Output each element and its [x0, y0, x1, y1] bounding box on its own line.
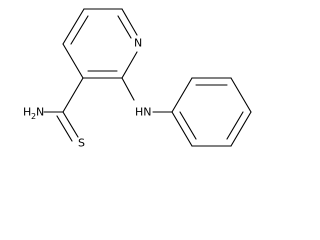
bond-n1-c2	[121, 51, 138, 79]
phenyl-bond-4	[230, 111, 252, 147]
bond-c6-n1	[121, 8, 138, 36]
bond-c3-c4	[62, 43, 84, 79]
amine-nh2-label: H 2 N	[23, 106, 44, 122]
anilino-nh-label: HN	[135, 106, 152, 119]
phenyl-ring	[171, 77, 252, 147]
pyridine-ring	[62, 8, 138, 79]
amine-h-label: H	[23, 106, 31, 119]
amine-n-label: N	[36, 106, 44, 119]
amine-subscript-label: 2	[31, 112, 36, 121]
ring-nitrogen-label: N	[134, 37, 142, 50]
chemical-structure: N S H 2 N HN	[23, 8, 252, 150]
phenyl-double-bond-b	[226, 111, 244, 140]
double-bond-c4-c5-inner	[70, 15, 89, 45]
bond-c2-nh	[121, 77, 135, 101]
phenyl-bond-1	[171, 77, 193, 113]
double-bond-c6-n1-inner	[117, 15, 132, 39]
phenyl-double-bond-c	[179, 111, 197, 140]
double-bond-cthio-s	[56, 115, 73, 142]
bond-cthio-s	[62, 111, 79, 138]
sulfur-label: S	[78, 137, 85, 150]
anilino-linkage	[121, 77, 173, 113]
phenyl-bond-6	[171, 111, 193, 147]
thioamide-group	[43, 77, 84, 142]
phenyl-bond-3	[230, 77, 252, 113]
bond-c3-cthio	[62, 77, 84, 113]
bond-c4-c5	[62, 8, 85, 45]
